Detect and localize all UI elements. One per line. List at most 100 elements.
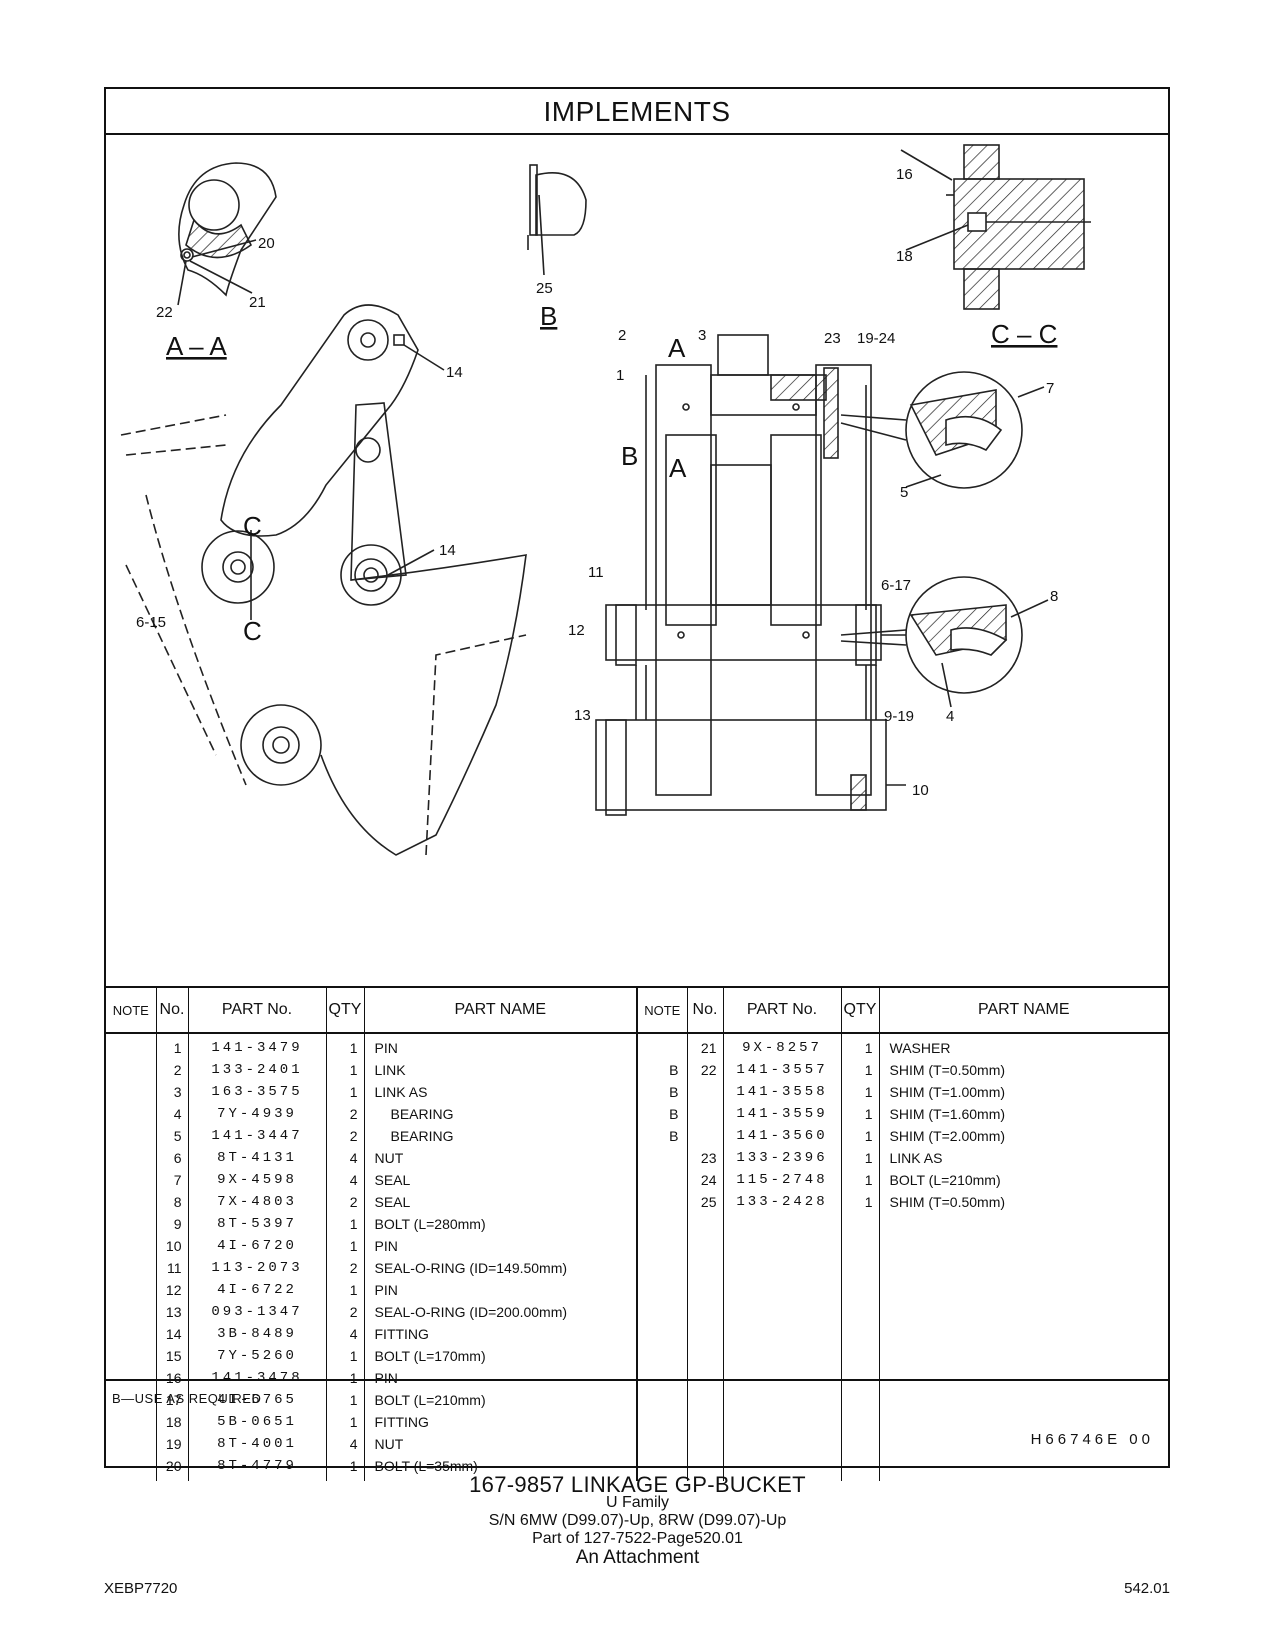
row-part-number	[722, 1389, 841, 1411]
side-view-linkage	[120, 304, 527, 856]
row-quantity: 4	[325, 1169, 364, 1191]
page-title: IMPLEMENTS	[106, 89, 1168, 135]
row-item-number	[686, 1367, 723, 1389]
row-part-name: SHIM (T=0.50mm)	[878, 1191, 1168, 1213]
row-note	[636, 1345, 687, 1367]
row-quantity	[840, 1367, 879, 1389]
row-part-name: SEAL-O-RING (ID=200.00mm)	[363, 1301, 637, 1323]
row-part-number	[722, 1257, 841, 1279]
row-part-number	[722, 1345, 841, 1367]
table-row-spacer	[106, 1477, 1168, 1481]
row-note	[106, 1301, 156, 1323]
callout-7: 7	[1046, 380, 1054, 397]
row-item-number	[686, 1389, 723, 1411]
row-item-number: 12	[155, 1279, 188, 1301]
page-number: 542.01	[1124, 1580, 1170, 1597]
row-quantity	[840, 1213, 879, 1235]
row-part-number: 163-3575	[187, 1081, 326, 1103]
row-item-number: 5	[155, 1125, 188, 1147]
row-item-number	[686, 1213, 723, 1235]
row-item-number	[686, 1103, 723, 1125]
callout-4: 4	[946, 708, 954, 725]
parts-table-header: NOTE No. PART No. QTY PART NAME NOTE No.…	[106, 986, 1168, 1034]
caption-serial-numbers: S/N 6MW (D99.07)-Up, 8RW (D99.07)-Up	[488, 1512, 787, 1529]
row-part-name: WASHER	[878, 1033, 1168, 1059]
col-header-part-no: PART No.	[187, 986, 326, 1034]
row-note	[106, 1147, 156, 1169]
row-part-name: SEAL	[363, 1169, 637, 1191]
row-part-name: PIN	[363, 1033, 637, 1059]
row-quantity	[840, 1279, 879, 1301]
row-part-number: 093-1347	[187, 1301, 326, 1323]
row-item-number: 3	[155, 1081, 188, 1103]
col-header-no: No.	[686, 986, 723, 1034]
row-item-number: 25	[686, 1191, 723, 1213]
row-part-name: SHIM (T=0.50mm)	[878, 1059, 1168, 1081]
row-part-number: 113-2073	[187, 1257, 326, 1279]
row-note	[106, 1059, 156, 1081]
callout-13: 13	[574, 707, 591, 724]
row-quantity: 1	[325, 1235, 364, 1257]
row-part-number: 133-2428	[722, 1191, 841, 1213]
row-part-name: LINK	[363, 1059, 637, 1081]
row-item-number: 24	[686, 1169, 723, 1191]
callout-10: 10	[912, 782, 929, 799]
row-part-name	[878, 1455, 1168, 1477]
row-note	[106, 1103, 156, 1125]
row-part-number: 7Y-5260	[187, 1345, 326, 1367]
section-label-b: B	[540, 301, 557, 331]
linkage-line-drawing: 20 21 22 A – A 25 B	[120, 144, 1091, 856]
callout-8: 8	[1050, 588, 1058, 605]
callout-16: 16	[896, 166, 913, 183]
row-part-name: NUT	[363, 1147, 637, 1169]
row-note	[636, 1191, 687, 1213]
row-part-name: BOLT (L=170mm)	[363, 1345, 637, 1367]
row-part-number	[722, 1455, 841, 1477]
section-aa-view	[177, 162, 277, 306]
section-label-aa: A – A	[166, 331, 227, 361]
row-item-number	[686, 1235, 723, 1257]
row-part-name: LINK AS	[878, 1147, 1168, 1169]
row-part-number: 7Y-4939	[187, 1103, 326, 1125]
callout-6-17: 6-17	[881, 577, 911, 594]
row-part-number: 5B-0651	[187, 1411, 326, 1433]
section-marker-a-top: A	[668, 333, 686, 363]
row-quantity: 1	[325, 1279, 364, 1301]
callout-14-upper: 14	[446, 364, 463, 381]
row-quantity: 1	[840, 1103, 879, 1125]
row-part-number: 9X-8257	[722, 1033, 841, 1059]
row-item-number: 23	[686, 1147, 723, 1169]
callout-3: 3	[698, 327, 706, 344]
row-item-number: 17	[155, 1389, 188, 1411]
row-quantity: 1	[325, 1411, 364, 1433]
row-part-number	[722, 1301, 841, 1323]
detail-b-view	[527, 164, 587, 276]
callout-21: 21	[249, 294, 266, 311]
row-item-number: 6	[155, 1147, 188, 1169]
callout-20: 20	[258, 235, 275, 252]
callout-9-19: 9-19	[884, 708, 914, 725]
section-marker-c-bottom: C	[243, 616, 262, 646]
drawing-code: H66746E 00	[1030, 1431, 1154, 1448]
row-quantity: 1	[325, 1367, 364, 1389]
row-part-name: BEARING	[363, 1125, 637, 1147]
callout-14-lower: 14	[439, 542, 456, 559]
section-marker-a-bottom: A	[669, 453, 687, 483]
row-part-number: 8T-4779	[187, 1455, 326, 1477]
row-note	[636, 1279, 687, 1301]
callout-1: 1	[616, 367, 624, 384]
row-quantity	[840, 1235, 879, 1257]
row-note	[636, 1323, 687, 1345]
row-part-name: BOLT (L=210mm)	[363, 1389, 637, 1411]
col-header-qty: QTY	[325, 986, 364, 1034]
spacer-cell	[878, 1477, 1168, 1481]
caption-family: U Family	[605, 1494, 670, 1511]
row-part-name	[878, 1235, 1168, 1257]
row-item-number: 7	[155, 1169, 188, 1191]
